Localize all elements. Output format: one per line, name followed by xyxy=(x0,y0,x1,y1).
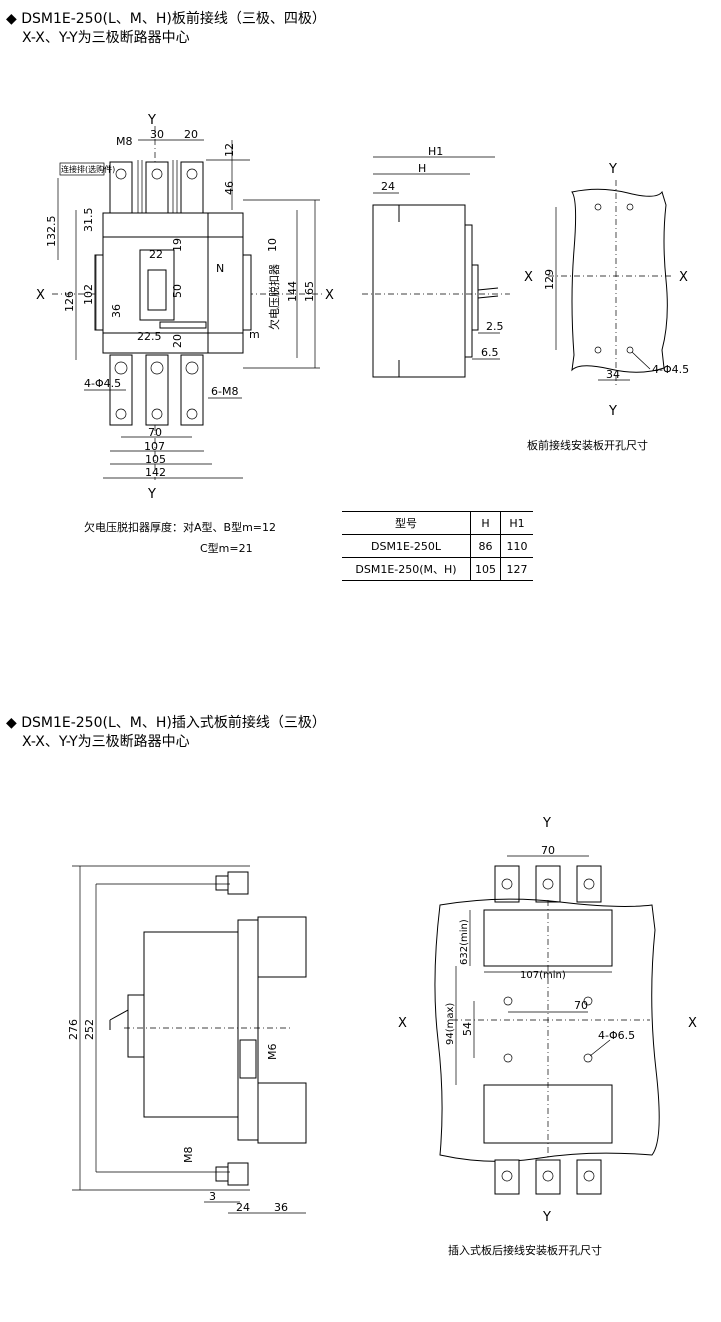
front-view-drawing: Y Y X X N 30 20 M8 xyxy=(36,113,334,502)
svg-text:10: 10 xyxy=(266,238,279,252)
svg-text:24: 24 xyxy=(381,180,395,193)
section2-title: ◆ DSM1E-250(L、M、H)插入式板前接线（三极） xyxy=(6,715,326,731)
svg-text:34: 34 xyxy=(606,368,620,381)
table-header-row: 型号 H H1 xyxy=(342,511,533,535)
svg-text:102: 102 xyxy=(82,284,95,305)
svg-text:Y: Y xyxy=(542,816,551,831)
svg-text:632(min): 632(min) xyxy=(459,919,470,965)
svg-text:X: X xyxy=(679,270,688,285)
svg-text:107(min): 107(min) xyxy=(520,970,566,981)
svg-text:129: 129 xyxy=(543,269,556,290)
label-undervoltage: 欠电压脱扣器 xyxy=(267,264,281,330)
section2-subtitle: X-X、Y-Y为三极断路器中心 xyxy=(22,734,190,750)
svg-text:36: 36 xyxy=(274,1201,288,1214)
svg-text:M6: M6 xyxy=(266,1044,279,1061)
label-connector: 连接排(选购件) xyxy=(61,164,115,174)
table-row: DSM1E-250L 86 110 xyxy=(342,534,533,558)
front-axis-x-left: X xyxy=(36,288,45,303)
svg-text:20: 20 xyxy=(184,128,198,141)
panel-cutout-drawing: Y Y X X 129 34 4-Φ4.5 xyxy=(524,162,689,419)
cell-model: DSM1E-250L xyxy=(342,534,471,558)
section1-subtitle: X-X、Y-Y为三极断路器中心 xyxy=(22,30,190,46)
svg-text:107: 107 xyxy=(144,440,165,453)
label-m8: M8 xyxy=(116,135,133,148)
cell-h1: 110 xyxy=(500,534,533,558)
plugin-panel-cutout-drawing: Y Y X X 70 632(min) 107(min) 94(max) 70 … xyxy=(398,816,697,1225)
cell-h1: 127 xyxy=(500,557,533,581)
plugin-side-view-drawing: 276 252 M6 M8 3 24 36 xyxy=(67,865,307,1214)
cell-h: 86 xyxy=(470,534,501,558)
label-n: N xyxy=(216,262,224,275)
header-h: H xyxy=(470,511,501,535)
svg-text:20: 20 xyxy=(171,334,184,348)
svg-text:142: 142 xyxy=(145,466,166,479)
table-row: DSM1E-250(M、H) 105 127 xyxy=(342,557,533,581)
svg-text:4-Φ4.5: 4-Φ4.5 xyxy=(652,363,689,376)
svg-text:22.5: 22.5 xyxy=(137,330,162,343)
svg-text:22: 22 xyxy=(149,248,163,261)
cell-model: DSM1E-250(M、H) xyxy=(342,557,471,581)
svg-text:70: 70 xyxy=(148,426,162,439)
svg-text:165: 165 xyxy=(303,281,316,302)
svg-text:276: 276 xyxy=(67,1019,80,1040)
svg-text:6-M8: 6-M8 xyxy=(211,385,238,398)
header-h1: H1 xyxy=(500,511,533,535)
cell-h: 105 xyxy=(470,557,501,581)
header-model: 型号 xyxy=(342,511,471,535)
svg-text:Y: Y xyxy=(608,162,617,177)
svg-text:X: X xyxy=(524,270,533,285)
svg-text:X: X xyxy=(398,1016,407,1031)
svg-text:4-Φ4.5: 4-Φ4.5 xyxy=(84,377,121,390)
svg-text:144: 144 xyxy=(286,281,299,302)
svg-text:Y: Y xyxy=(608,404,617,419)
svg-text:94(max): 94(max) xyxy=(445,1003,456,1045)
svg-text:M8: M8 xyxy=(182,1147,195,1164)
svg-text:30: 30 xyxy=(150,128,164,141)
panel-caption: 板前接线安装板开孔尺寸 xyxy=(527,439,648,452)
svg-text:3: 3 xyxy=(209,1190,216,1203)
svg-text:2.5: 2.5 xyxy=(486,320,504,333)
svg-text:H: H xyxy=(418,162,426,175)
svg-text:36: 36 xyxy=(110,304,123,318)
svg-text:126: 126 xyxy=(63,291,76,312)
svg-text:54: 54 xyxy=(461,1022,474,1036)
svg-text:132.5: 132.5 xyxy=(45,216,58,248)
svg-text:H1: H1 xyxy=(428,145,443,158)
svg-text:24: 24 xyxy=(236,1201,250,1214)
svg-text:70: 70 xyxy=(541,844,555,857)
svg-text:50: 50 xyxy=(171,284,184,298)
note-line-2: C型m=21 xyxy=(200,542,253,555)
label-m: m xyxy=(249,328,260,341)
model-spec-table: 型号 H H1 DSM1E-250L 86 110 DSM1E-250(M、H)… xyxy=(342,511,533,581)
svg-text:46: 46 xyxy=(223,181,236,195)
svg-text:31.5: 31.5 xyxy=(82,208,95,233)
svg-text:X: X xyxy=(688,1016,697,1031)
section1-title: ◆ DSM1E-250(L、M、H)板前接线（三极、四极） xyxy=(6,11,326,27)
svg-text:6.5: 6.5 xyxy=(481,346,499,359)
svg-text:252: 252 xyxy=(83,1019,96,1040)
note-line-1: 欠电压脱扣器厚度：对A型、B型m=12 xyxy=(84,521,276,534)
side-view-drawing: H1 H 24 2.5 6.5 xyxy=(362,145,510,378)
plugin-panel-caption: 插入式板后接线安装板开孔尺寸 xyxy=(448,1244,602,1257)
front-axis-y-top: Y xyxy=(147,113,156,128)
svg-text:Y: Y xyxy=(542,1210,551,1225)
front-axis-y-bottom: Y xyxy=(147,487,156,502)
front-axis-x-right: X xyxy=(325,288,334,303)
svg-text:70: 70 xyxy=(574,999,588,1012)
svg-text:12: 12 xyxy=(223,143,236,157)
svg-text:105: 105 xyxy=(145,453,166,466)
svg-text:19: 19 xyxy=(171,238,184,252)
svg-text:4-Φ6.5: 4-Φ6.5 xyxy=(598,1029,635,1042)
